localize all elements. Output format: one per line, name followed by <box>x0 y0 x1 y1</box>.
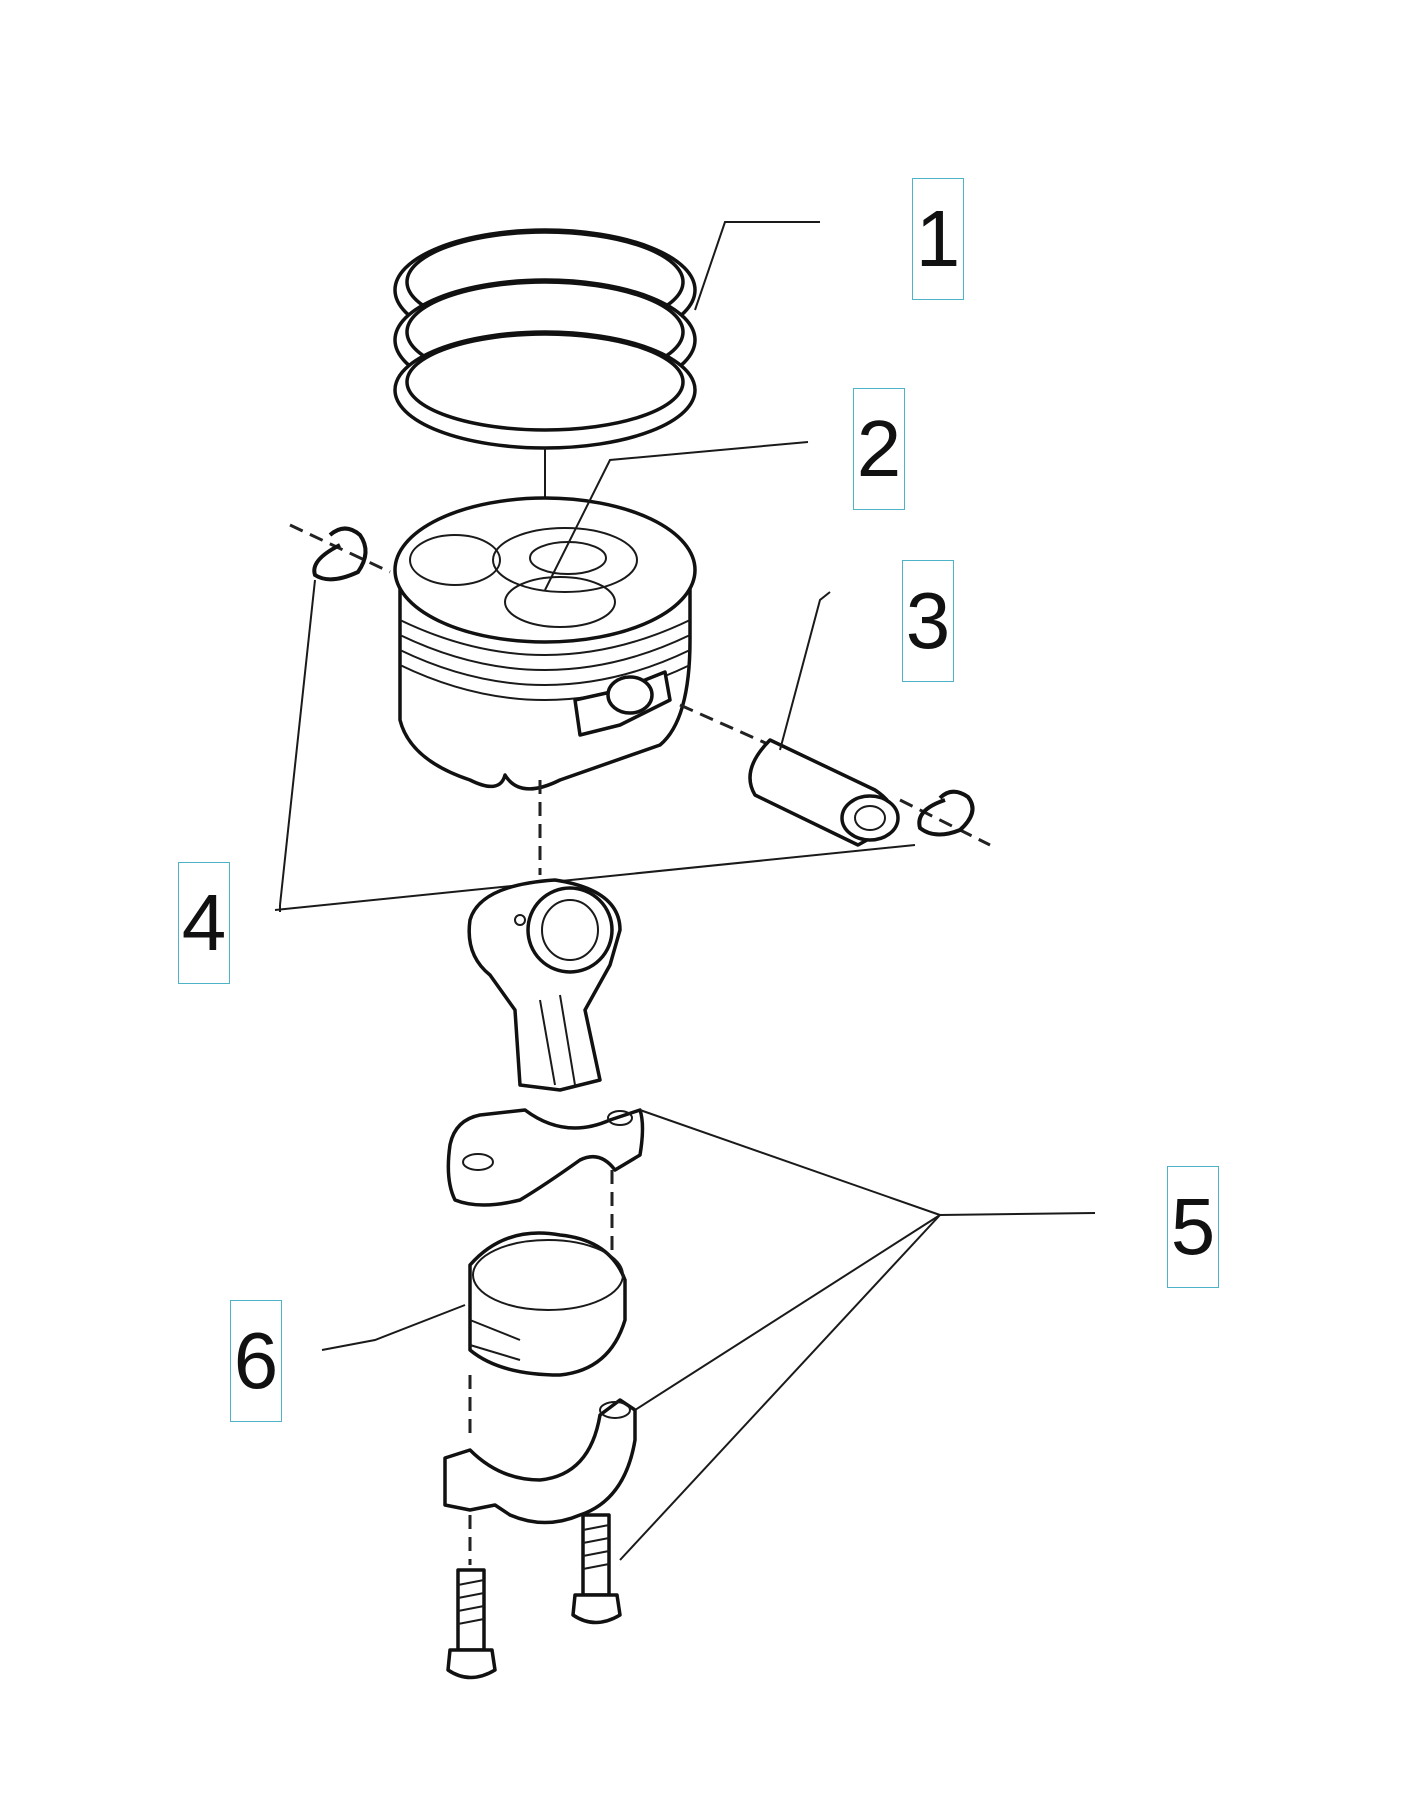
rod-bolt-left[interactable] <box>446 1568 497 1680</box>
circlip-left[interactable] <box>312 526 368 582</box>
leader-line-2 <box>544 441 809 591</box>
leader-line-5a <box>639 1109 941 1216</box>
connecting-rod[interactable] <box>446 878 645 1207</box>
leader-line-4a <box>279 579 316 906</box>
callout-3[interactable]: 3 <box>902 560 954 682</box>
callout-2[interactable]: 2 <box>853 388 905 510</box>
rod-bolt-right[interactable] <box>571 1513 622 1625</box>
leader-line-6 <box>321 1304 466 1351</box>
circlip-axis-left <box>289 523 391 574</box>
callout-1[interactable]: 1 <box>912 178 964 300</box>
circlip-right[interactable] <box>917 789 975 837</box>
circlip-axis-right <box>899 798 991 847</box>
leader-line-5-main <box>939 1212 1096 1216</box>
leader-line-5c <box>619 1214 941 1561</box>
leader-line-4b <box>274 844 916 911</box>
callout-4[interactable]: 4 <box>178 862 230 984</box>
rod-cap[interactable] <box>443 1398 637 1525</box>
piston[interactable] <box>393 496 697 791</box>
leader-line-3 <box>779 591 831 751</box>
callout-6[interactable]: 6 <box>230 1300 282 1422</box>
pin-axis <box>679 703 771 747</box>
piston-rings[interactable] <box>393 228 697 450</box>
piston-pin[interactable] <box>748 738 900 847</box>
bearing-shell[interactable] <box>468 1231 627 1377</box>
leader-line-5b <box>634 1214 941 1411</box>
leader-line-1 <box>694 221 820 311</box>
callout-5[interactable]: 5 <box>1167 1166 1219 1288</box>
